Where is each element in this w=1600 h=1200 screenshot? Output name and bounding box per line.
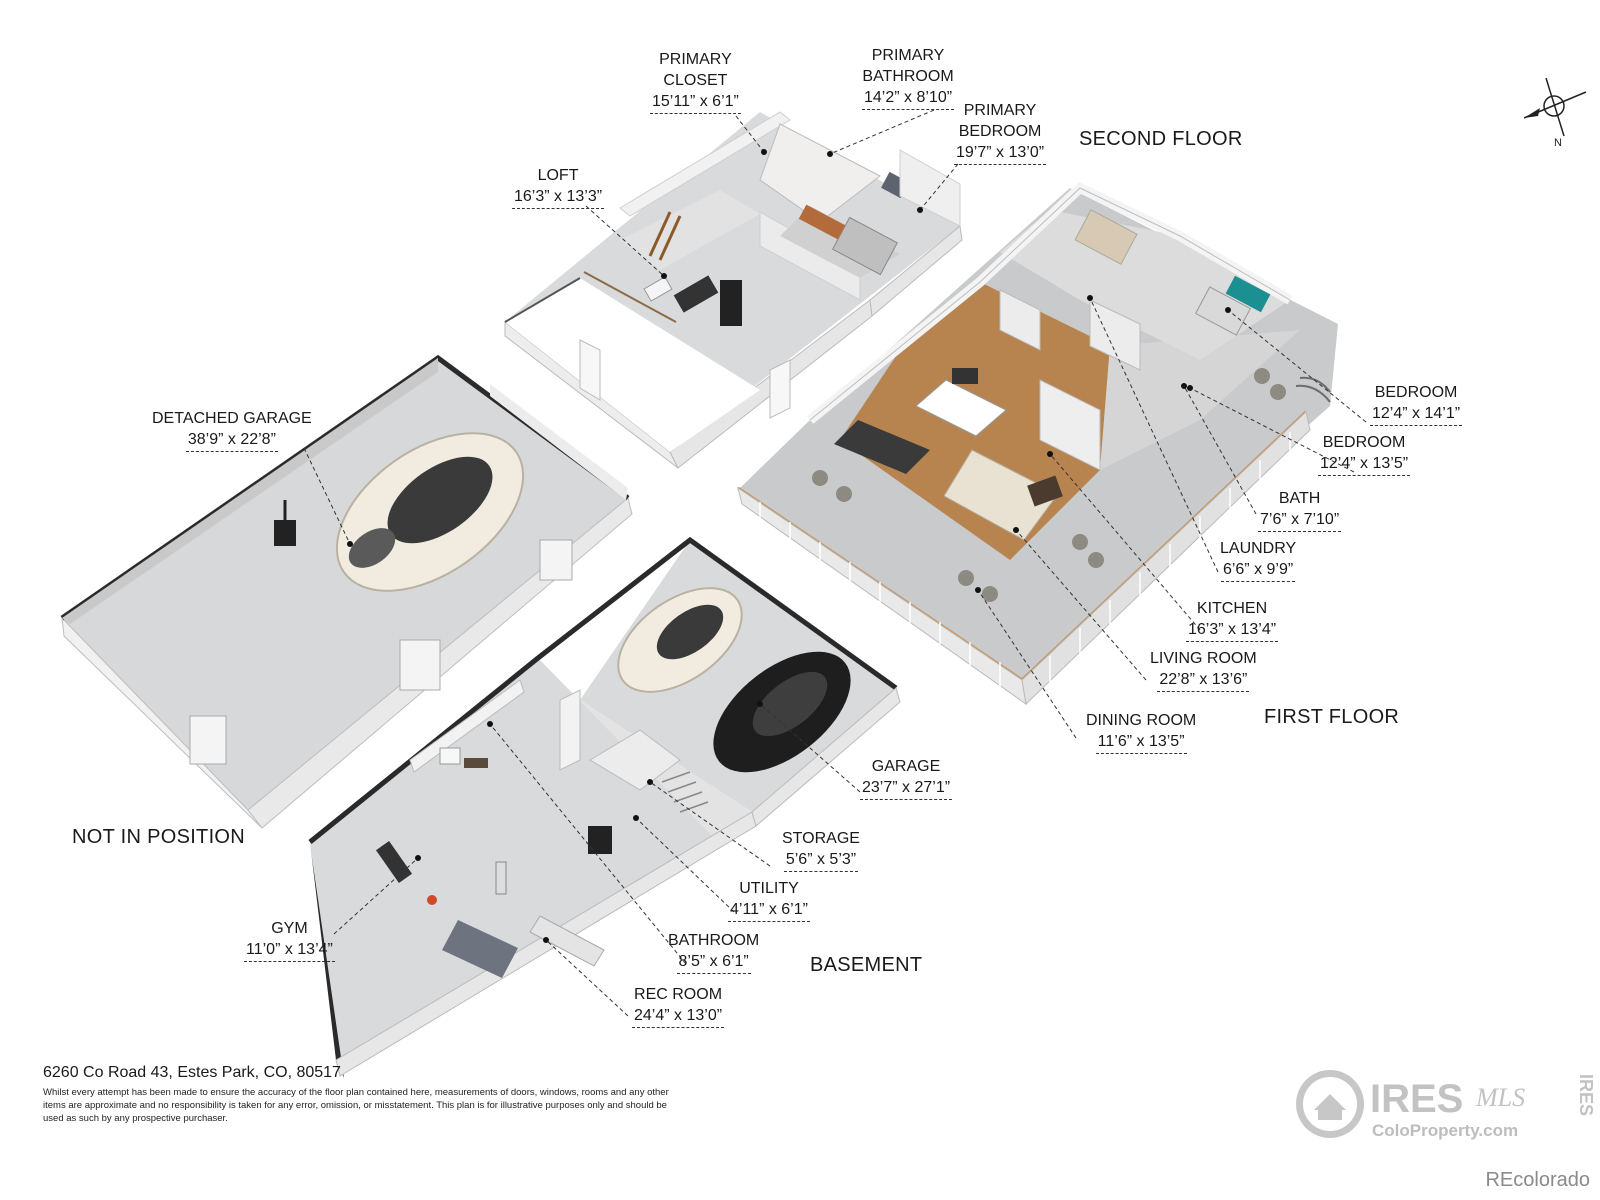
- room-name: KITCHEN: [1196, 600, 1268, 617]
- car-icon: [713, 651, 851, 773]
- room-name: UTILITY: [739, 880, 799, 897]
- room-dimensions: 7’6” x 7’10”: [1258, 509, 1342, 532]
- room-name: BATH: [1278, 490, 1321, 507]
- room-name: DETACHED GARAGE: [152, 410, 312, 427]
- room-name: PRIMARY BEDROOM: [958, 102, 1042, 140]
- room-name: BEDROOM: [1374, 384, 1458, 401]
- room-label-primary-bedroom: PRIMARY BEDROOM 19’7” x 13’0”: [954, 100, 1047, 165]
- house-icon: [1314, 1094, 1346, 1120]
- room-dimensions: 14’2” x 8’10”: [862, 87, 955, 110]
- room-dimensions: 12’4” x 14’1”: [1370, 403, 1463, 426]
- ires-mls-logo: IRES MLS ColoProperty.com IRES: [1296, 1070, 1594, 1140]
- compass-icon: N: [1524, 78, 1587, 148]
- room-label-loft: LOFT 16’3” x 13’3”: [512, 165, 605, 209]
- room-dimensions: 15’11” x 6’1”: [650, 91, 741, 114]
- room-dimensions: 11’0” x 13’4”: [244, 939, 335, 962]
- logo-subtitle: ColoProperty.com: [1372, 1121, 1518, 1140]
- car-icon: [335, 432, 525, 592]
- room-dimensions: 4’11” x 6’1”: [728, 899, 810, 922]
- logo-vertical-text: IRES: [1576, 1074, 1594, 1116]
- room-name: LOFT: [537, 167, 579, 184]
- disclaimer-text: Whilst every attempt has been made to en…: [43, 1087, 669, 1124]
- room-dimensions: 12’4” x 13’5”: [1318, 453, 1411, 476]
- room-dimensions: 11’6” x 13’5”: [1095, 731, 1187, 754]
- room-dimensions: 16’3” x 13’4”: [1186, 619, 1279, 642]
- room-label-gym: GYM 11’0” x 13’4”: [244, 918, 335, 962]
- floor-label-detached: NOT IN POSITION: [72, 826, 246, 848]
- recolorado-brand: REcolorado: [1485, 1169, 1590, 1191]
- room-label-storage: STORAGE 5’6” x 5’3”: [782, 828, 860, 872]
- room-markers: [347, 149, 1231, 943]
- leader-lines: [303, 109, 1367, 1017]
- room-dimensions: 23’7” x 27’1”: [860, 777, 953, 800]
- room-dimensions: 8’5” x 6’1”: [676, 951, 751, 974]
- room-dimensions: 22’8” x 13’6”: [1157, 669, 1250, 692]
- logo-wordmark: IRES: [1370, 1077, 1463, 1121]
- logo-script: MLS: [1475, 1083, 1525, 1112]
- room-label-bedroom-2: BEDROOM 12’4” x 13’5”: [1318, 432, 1411, 476]
- room-name: BATHROOM: [668, 932, 760, 949]
- floor-label-basement: BASEMENT: [810, 954, 923, 976]
- floor-label-second: SECOND FLOOR: [1079, 128, 1243, 150]
- first-floor-model: [737, 182, 1338, 706]
- room-label-garage: GARAGE 23’7” x 27’1”: [860, 756, 953, 800]
- car-icon: [617, 587, 743, 693]
- room-name: GYM: [271, 920, 308, 937]
- floor-label-first: FIRST FLOOR: [1264, 706, 1400, 728]
- second-floor-model: [504, 111, 963, 469]
- room-name: REC ROOM: [634, 986, 723, 1003]
- room-dimensions: 19’7” x 13’0”: [954, 142, 1047, 165]
- room-name: DINING ROOM: [1086, 712, 1197, 729]
- detached-garage-model: [60, 354, 633, 829]
- room-label-kitchen: KITCHEN 16’3” x 13’4”: [1186, 598, 1279, 642]
- room-label-bath: BATH 7’6” x 7’10”: [1258, 488, 1342, 532]
- room-label-bathroom: BATHROOM 8’5” x 6’1”: [668, 930, 759, 974]
- compass-north-label: N: [1554, 137, 1562, 148]
- room-dimensions: 16’3” x 13’3”: [512, 186, 605, 209]
- room-name: BEDROOM: [1322, 434, 1406, 451]
- room-label-laundry: LAUNDRY 6’6” x 9’9”: [1220, 538, 1296, 582]
- room-label-dining-room: DINING ROOM 11’6” x 13’5”: [1086, 710, 1196, 754]
- room-name: PRIMARY BATHROOM: [862, 47, 954, 85]
- stove-icon: [274, 520, 296, 546]
- room-label-living-room: LIVING ROOM 22’8” x 13’6”: [1150, 648, 1257, 692]
- room-dimensions: 38’9” x 22’8”: [185, 429, 278, 452]
- room-dimensions: 5’6” x 5’3”: [783, 849, 859, 872]
- room-name: PRIMARY CLOSET: [659, 51, 732, 89]
- room-name: GARAGE: [871, 758, 941, 775]
- room-name: LAUNDRY: [1220, 540, 1297, 557]
- room-label-bedroom-1: BEDROOM 12’4” x 14’1”: [1370, 382, 1463, 426]
- room-label-rec-room: REC ROOM 24’4” x 13’0”: [632, 984, 725, 1028]
- room-label-primary-bathroom: PRIMARY BATHROOM 14’2” x 8’10”: [862, 45, 955, 110]
- room-dimensions: 24’4” x 13’0”: [632, 1005, 725, 1028]
- room-label-primary-closet: PRIMARY CLOSET 15’11” x 6’1”: [650, 49, 741, 114]
- room-label-detached-garage: DETACHED GARAGE 38’9” x 22’8”: [152, 408, 312, 452]
- room-name: LIVING ROOM: [1150, 650, 1257, 667]
- basement-model: [308, 536, 901, 1078]
- room-label-utility: UTILITY 4’11” x 6’1”: [728, 878, 810, 922]
- property-address: 6260 Co Road 43, Estes Park, CO, 80517: [43, 1064, 341, 1081]
- room-name: STORAGE: [782, 830, 860, 847]
- room-dimensions: 6’6” x 9’9”: [1220, 559, 1296, 582]
